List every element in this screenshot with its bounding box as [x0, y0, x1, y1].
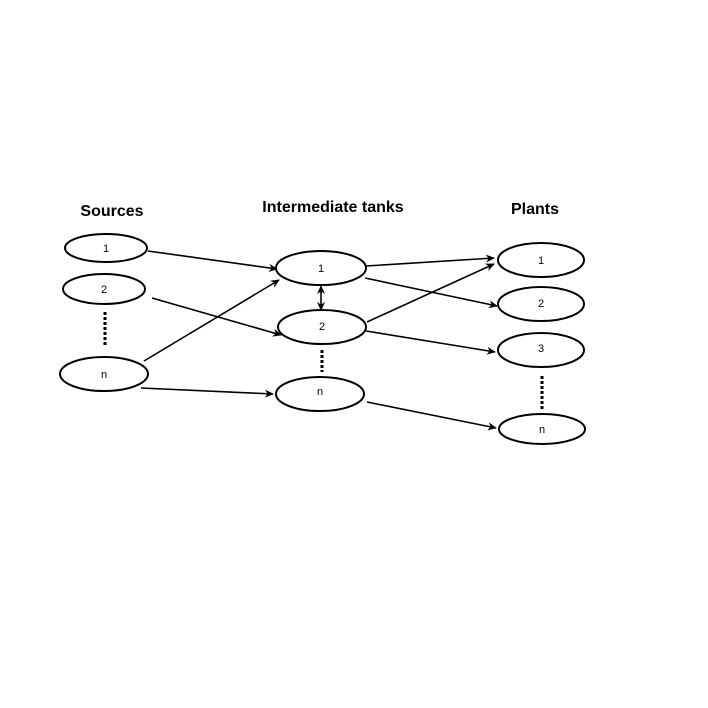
edge-tankn-plantn [366, 401, 497, 431]
sources-header: Sources [80, 203, 143, 220]
plant-node-3-label: 3 [538, 343, 544, 355]
edge-sourcen-tank1 [143, 279, 280, 362]
tank-node-2-label: 2 [319, 321, 325, 333]
tank-node-1: 1 [275, 250, 367, 286]
plants-header: Plants [511, 201, 559, 218]
plant-node-n: n [498, 413, 586, 445]
edge-source1-tank1 [147, 250, 278, 272]
tank-node-2: 2 [277, 309, 367, 345]
source-node-n: n [59, 356, 149, 392]
source-node-2-label: 2 [101, 284, 107, 296]
edge-tank2-plant3 [365, 330, 496, 355]
plant-node-3: 3 [497, 332, 585, 368]
edge-tank1-plant1 [365, 254, 495, 267]
plant-node-1: 1 [497, 242, 585, 278]
plant-node-n-label: n [539, 424, 545, 436]
edge-sourcen-tankn [140, 387, 274, 398]
source-node-n-label: n [101, 369, 107, 381]
source-node-1: 1 [64, 233, 148, 263]
plant-node-2-label: 2 [538, 298, 544, 310]
plant-node-1-label: 1 [538, 255, 544, 267]
tank-node-n: n [275, 376, 365, 412]
source-node-1-label: 1 [103, 243, 109, 255]
source-node-2: 2 [62, 273, 146, 305]
intermediate-tanks-header: Intermediate tanks [262, 199, 403, 216]
tank-node-n-label: n [317, 386, 323, 398]
edge-tank2-plant1 [366, 263, 495, 323]
tank-node-1-label: 1 [318, 263, 324, 275]
plant-node-2: 2 [497, 286, 585, 322]
edge-source2-tank2 [151, 297, 282, 337]
edges [140, 250, 498, 431]
